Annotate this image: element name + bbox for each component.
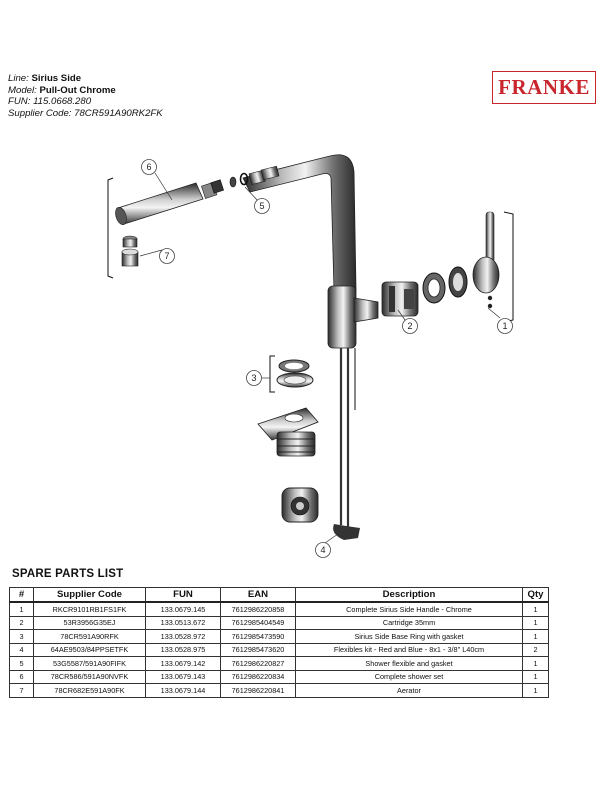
cell-supplier-code: 78CR586/591A90NVFK [33,669,146,684]
supplier-label: Supplier Code: [8,107,72,119]
fun-label: FUN: [8,96,31,108]
cell-description: Cartridge 35mm [295,615,523,630]
cell-qty: 1 [522,629,549,644]
cell-number: 7 [9,683,34,698]
col-header-fun: FUN [145,587,221,603]
cell-number: 2 [9,615,34,630]
callout-6: 6 [141,159,157,175]
table-row: 1 RKCR9101RB1FS1FK 133.0679.145 76129862… [9,601,549,617]
cell-fun: 133.0679.142 [145,656,221,671]
table-row: 2 53R3956G35EJ 133.0513.672 761298540454… [9,615,549,630]
callout-3: 3 [246,370,262,386]
cell-ean: 7612985473620 [220,642,296,657]
faucet-body [242,154,379,540]
fun-value: 115.0668.280 [33,96,92,108]
col-header-number: # [9,587,34,603]
col-header-supplier-code: Supplier Code [33,587,146,603]
model-row: Model: Pull-Out Chrome [8,85,163,97]
base-ring [269,355,314,393]
cell-ean: 7612985404549 [220,615,296,630]
line-value: Sirius Side [31,73,82,84]
cell-description: Shower flexible and gasket [295,656,523,671]
table-header-row: # Supplier Code FUN EAN Description Qty [9,587,549,603]
cell-ean: 7612985473590 [220,629,296,644]
callout-5: 5 [254,198,270,214]
cell-number: 4 [9,642,34,657]
cell-supplier-code: 53G5587/591A90FIFK [33,656,146,671]
cell-description: Complete Sirius Side Handle - Chrome [295,601,523,617]
table-row: 4 64AE9503/84PPSETFK 133.0528.975 761298… [9,642,549,657]
cell-qty: 1 [522,601,549,617]
cell-supplier-code: 53R3956G35EJ [33,615,146,630]
product-info: Line: Sirius Side Model: Pull-Out Chrome… [8,73,163,119]
table-row: 6 78CR586/591A90NVFK 133.0679.143 761298… [9,669,549,684]
fun-row: FUN: 115.0668.280 [8,96,163,108]
cartridge [381,272,446,317]
callouts: 6 7 5 2 1 3 4 [141,159,513,558]
callout-2: 2 [402,318,418,334]
supplier-value: 78CR591A90RK2FK [74,107,163,119]
cell-supplier-code: RKCR9101RB1FS1FK [33,601,146,617]
callout-6-label: 6 [146,162,151,172]
table-row: 3 78CR591A90RFK 133.0528.972 76129854735… [9,629,549,644]
col-header-qty: Qty [522,587,549,603]
cell-supplier-code: 78CR591A90RFK [33,629,146,644]
cell-supplier-code: 64AE9503/84PPSETFK [33,642,146,657]
cell-description: Complete shower set [295,669,523,684]
cell-qty: 1 [522,656,549,671]
model-label: Model: [8,84,37,96]
aerator [121,235,139,267]
logo-text: FRANKE [498,75,590,99]
leader-lines [139,172,501,544]
callout-3-label: 3 [251,373,256,383]
callout-1: 1 [497,318,513,334]
spare-parts-table: # Supplier Code FUN EAN Description Qty … [9,587,549,698]
cell-qty: 1 [522,669,549,684]
col-header-description: Description [295,587,523,603]
table-row: 7 78CR682E591A90FK 133.0679.144 76129862… [9,683,549,698]
col-header-ean: EAN [220,587,296,603]
supplier-row: Supplier Code: 78CR591A90RK2FK [8,108,163,120]
table-row: 5 53G5587/591A90FIFK 133.0679.142 761298… [9,656,549,671]
cell-number: 1 [9,601,34,617]
callout-7-label: 7 [164,251,169,261]
cell-number: 3 [9,629,34,644]
cell-ean: 7612986220858 [220,601,296,617]
exploded-diagram: 6 7 5 2 1 3 4 [107,154,514,558]
handle [448,211,514,323]
callout-7: 7 [159,248,175,264]
cell-qty: 1 [522,615,549,630]
shower-flexible [229,165,280,188]
cell-qty: 1 [522,683,549,698]
cell-description: Sirius Side Base Ring with gasket [295,629,523,644]
franke-logo: FRANKE [492,71,596,104]
callout-4-label: 4 [320,545,325,555]
cell-fun: 133.0679.143 [145,669,221,684]
cell-ean: 7612986220834 [220,669,296,684]
cell-fun: 133.0528.972 [145,629,221,644]
cell-fun: 133.0679.145 [145,601,221,617]
cell-fun: 133.0679.144 [145,683,221,698]
cell-description: Aerator [295,683,523,698]
model-value: Pull-Out Chrome [39,84,116,96]
callout-4: 4 [315,542,331,558]
callout-5-label: 5 [259,201,264,211]
cell-qty: 2 [522,642,549,657]
fixing-bracket [257,407,319,523]
cell-ean: 7612986220827 [220,656,296,671]
cell-number: 6 [9,669,34,684]
cell-ean: 7612986220841 [220,683,296,698]
cell-description: Flexibles kit - Red and Blue - 8x1 - 3/8… [295,642,523,657]
cell-number: 5 [9,656,34,671]
cell-fun: 133.0513.672 [145,615,221,630]
cell-supplier-code: 78CR682E591A90FK [33,683,146,698]
cell-fun: 133.0528.975 [145,642,221,657]
line-row: Line: Sirius Side [8,73,163,85]
callout-2-label: 2 [407,321,412,331]
callout-1-label: 1 [502,321,507,331]
spare-parts-title: SPARE PARTS LIST [12,568,124,580]
line-label: Line: [8,73,29,84]
shower-set [107,177,224,279]
